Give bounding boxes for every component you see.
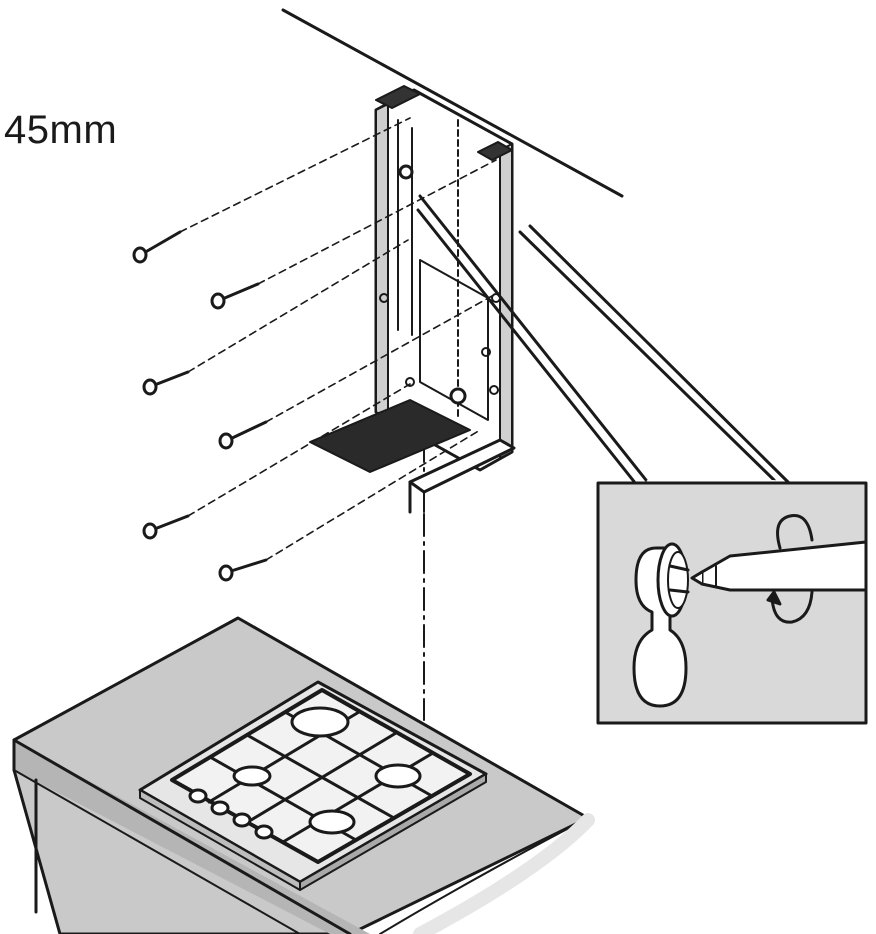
burner-left — [232, 765, 272, 787]
screwdriver-icon — [690, 540, 868, 592]
screws — [132, 230, 268, 582]
screw-guides — [179, 117, 497, 561]
bracket-hole — [489, 385, 499, 395]
screw-head-icon — [656, 542, 690, 618]
burner-front — [308, 809, 356, 835]
screw-icon — [218, 420, 268, 450]
bracket-screw — [398, 164, 414, 180]
knob-2 — [210, 800, 230, 816]
knob-4 — [254, 824, 274, 840]
bracket-hole — [481, 347, 491, 357]
bracket-hole — [405, 377, 415, 387]
burner-large — [290, 706, 350, 738]
detail-panel — [596, 481, 868, 725]
rotation-arrow-icon — [766, 514, 814, 624]
ceiling-line — [281, 8, 624, 198]
screw-icon — [142, 514, 190, 540]
knob-1 — [188, 788, 208, 804]
screw-icon — [218, 558, 268, 582]
screw-icon — [142, 370, 190, 396]
dimension-label: 45mm — [4, 108, 118, 152]
screw-icon — [210, 282, 260, 310]
screw-icon — [132, 230, 182, 264]
chimney-bracket — [309, 85, 516, 514]
callout-lines — [416, 194, 790, 486]
bracket-screw — [449, 387, 467, 405]
burner-right — [374, 763, 422, 789]
gas-hob — [138, 680, 488, 891]
bracket-hole — [379, 293, 389, 303]
knob-3 — [232, 812, 252, 828]
